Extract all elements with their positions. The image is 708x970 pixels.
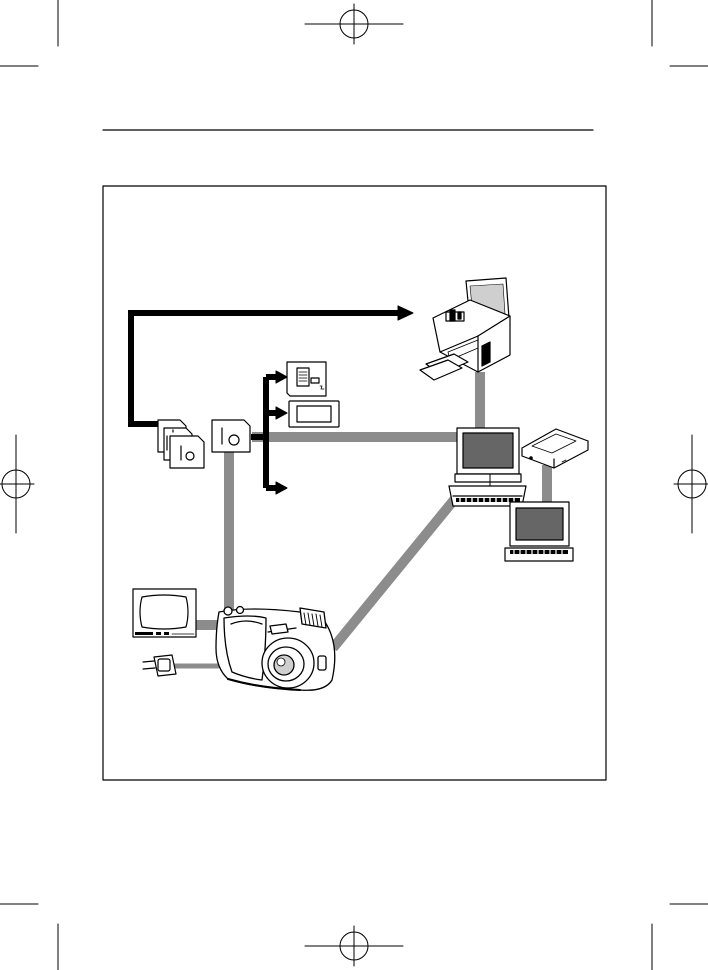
floppy-disk-adapter-icon <box>287 362 326 396</box>
crosshair-mark-left <box>0 435 34 533</box>
arrow-bottom-branch-head <box>276 482 287 494</box>
cable-camera-to-desktop <box>333 495 458 648</box>
desktop-computer-icon <box>449 428 526 506</box>
arrow-to-floppy-head <box>276 371 287 383</box>
television-icon <box>133 589 196 637</box>
photo-printer-icon <box>420 278 510 380</box>
crosshair-mark-bottom <box>305 926 403 966</box>
arrow-cards-to-printer-head <box>398 306 413 320</box>
card-reader-icon <box>522 429 588 468</box>
laptop-computer-icon <box>505 502 573 561</box>
memory-card-icon <box>212 420 250 452</box>
gray-connectors <box>196 372 547 648</box>
pc-card-adapter-icon <box>289 401 339 427</box>
arrow-to-pc-card-head <box>276 407 287 419</box>
digital-camera-icon <box>216 607 335 691</box>
crosshair-mark-top <box>305 4 403 44</box>
memory-card-stack-icon <box>158 420 204 468</box>
ac-adapter-icon <box>143 655 176 676</box>
diagram-frame <box>103 186 606 780</box>
crosshair-mark-right <box>674 435 708 533</box>
